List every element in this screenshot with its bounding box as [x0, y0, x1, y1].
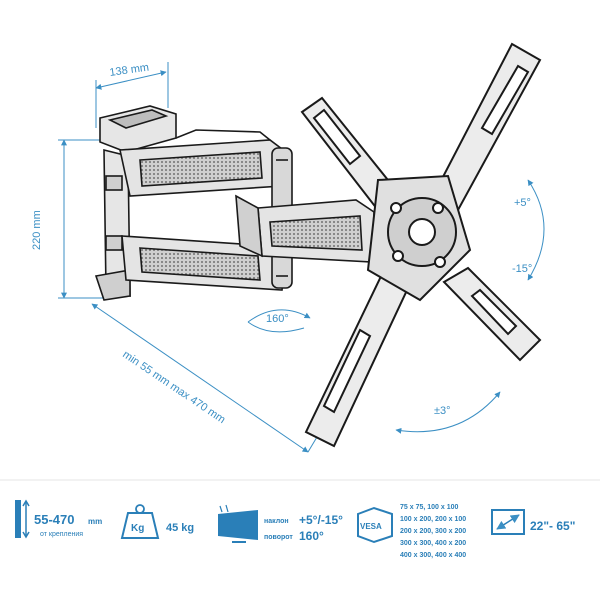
vesa-badge	[357, 506, 393, 544]
vesa-line: 75 x 75, 100 x 100	[400, 504, 458, 511]
vesa-line: 100 x 200, 200 x 100	[400, 516, 466, 523]
size-range: 22"- 65"	[530, 519, 575, 533]
height-dimension	[58, 139, 105, 299]
swivel-caption: поворот	[264, 534, 293, 541]
range-caption: от крепления	[40, 531, 83, 538]
tilt-value: +5°/-15°	[299, 513, 343, 527]
weight-value: 45 kg	[166, 522, 194, 534]
screen-tilt-icon	[218, 504, 258, 543]
screen-size-icon	[491, 509, 525, 535]
vesa-line: 400 x 300, 400 x 400	[400, 552, 466, 559]
vesa-line: 200 x 200, 300 x 200	[400, 528, 466, 535]
vesa-label: VESA	[360, 522, 382, 531]
swivel-value: 160°	[299, 529, 324, 543]
lower-arm	[121, 235, 287, 291]
wall-range-icon	[15, 499, 30, 539]
tilt-up-label: +5°	[514, 197, 531, 209]
width-dimension	[95, 62, 169, 128]
rotation-arc	[395, 391, 501, 434]
weight-icon	[120, 504, 160, 539]
upper-arm	[119, 129, 287, 197]
tilt-down-label: -15°	[512, 263, 532, 275]
range-unit: mm	[88, 517, 102, 526]
vesa-line: 300 x 300, 400 x 200	[400, 540, 466, 547]
swivel-arc	[247, 309, 311, 333]
tilt-caption: наклон	[264, 518, 289, 525]
rotation-label: ±3°	[434, 405, 451, 417]
weight-badge: Kg	[131, 523, 144, 534]
range-value: 55-470	[34, 512, 74, 527]
tilt-arc	[527, 179, 545, 281]
vesa-bracket	[300, 42, 542, 448]
swivel-label: 160°	[266, 313, 289, 325]
height-label: 220 mm	[31, 210, 43, 250]
extension-dimension	[91, 303, 321, 453]
width-label: 138 mm	[109, 62, 150, 79]
outer-arm	[235, 194, 375, 263]
